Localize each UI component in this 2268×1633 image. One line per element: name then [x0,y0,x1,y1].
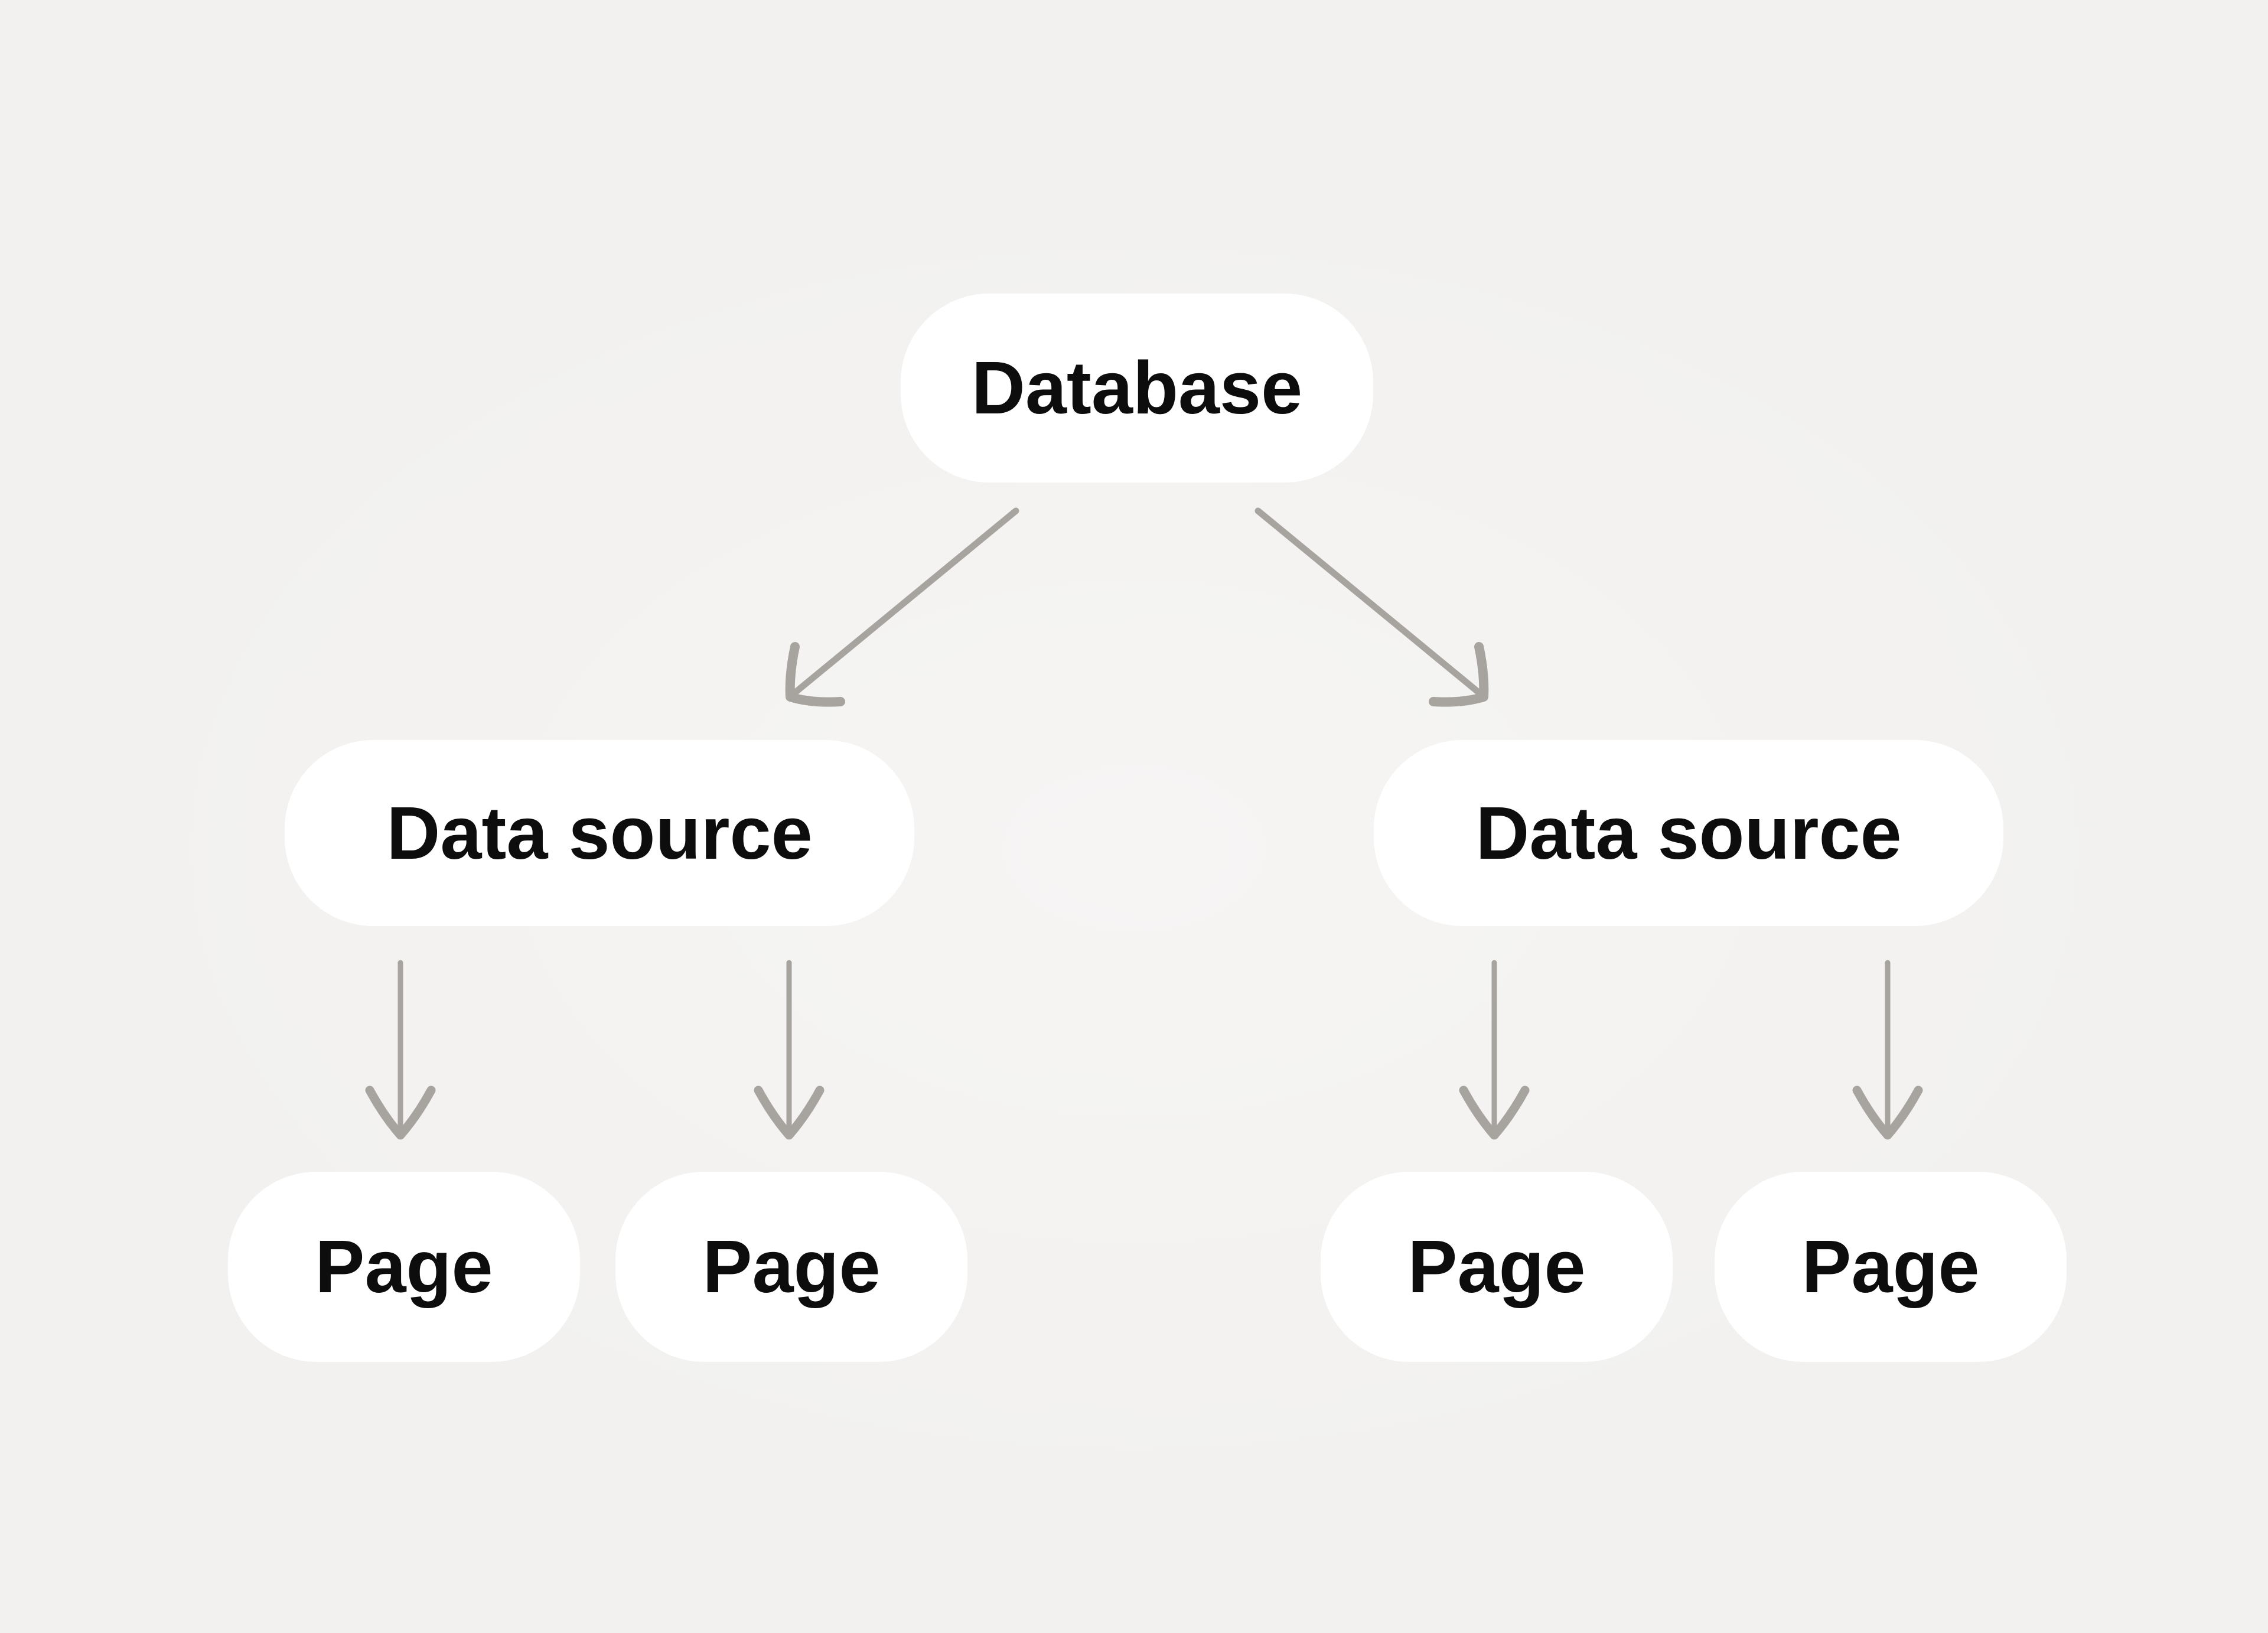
node-data-source-right: Data source [1374,740,2003,926]
node-data-source-left: Data source [285,740,914,926]
arrow-data-source-left-to-page-1 [365,960,436,1140]
node-page-4: Page [1715,1172,2067,1362]
node-data-source-right-label: Data source [1475,791,1902,875]
arrow-data-source-right-to-page-4 [1852,960,1923,1140]
node-database: Database [901,294,1373,483]
node-page-2: Page [615,1172,967,1362]
node-database-label: Database [971,346,1303,429]
node-page-3: Page [1321,1172,1673,1362]
node-data-source-left-label: Data source [386,791,813,875]
arrow-database-to-data-source-right [1254,507,1489,707]
arrow-data-source-left-to-page-2 [754,960,825,1140]
node-page-3-label: Page [1407,1225,1586,1308]
node-page-2-label: Page [702,1225,881,1308]
arrow-data-source-right-to-page-3 [1459,960,1530,1140]
node-page-1: Page [228,1172,580,1362]
node-page-4-label: Page [1801,1225,1980,1308]
node-page-1-label: Page [315,1225,493,1308]
arrow-database-to-data-source-left [785,507,1019,707]
